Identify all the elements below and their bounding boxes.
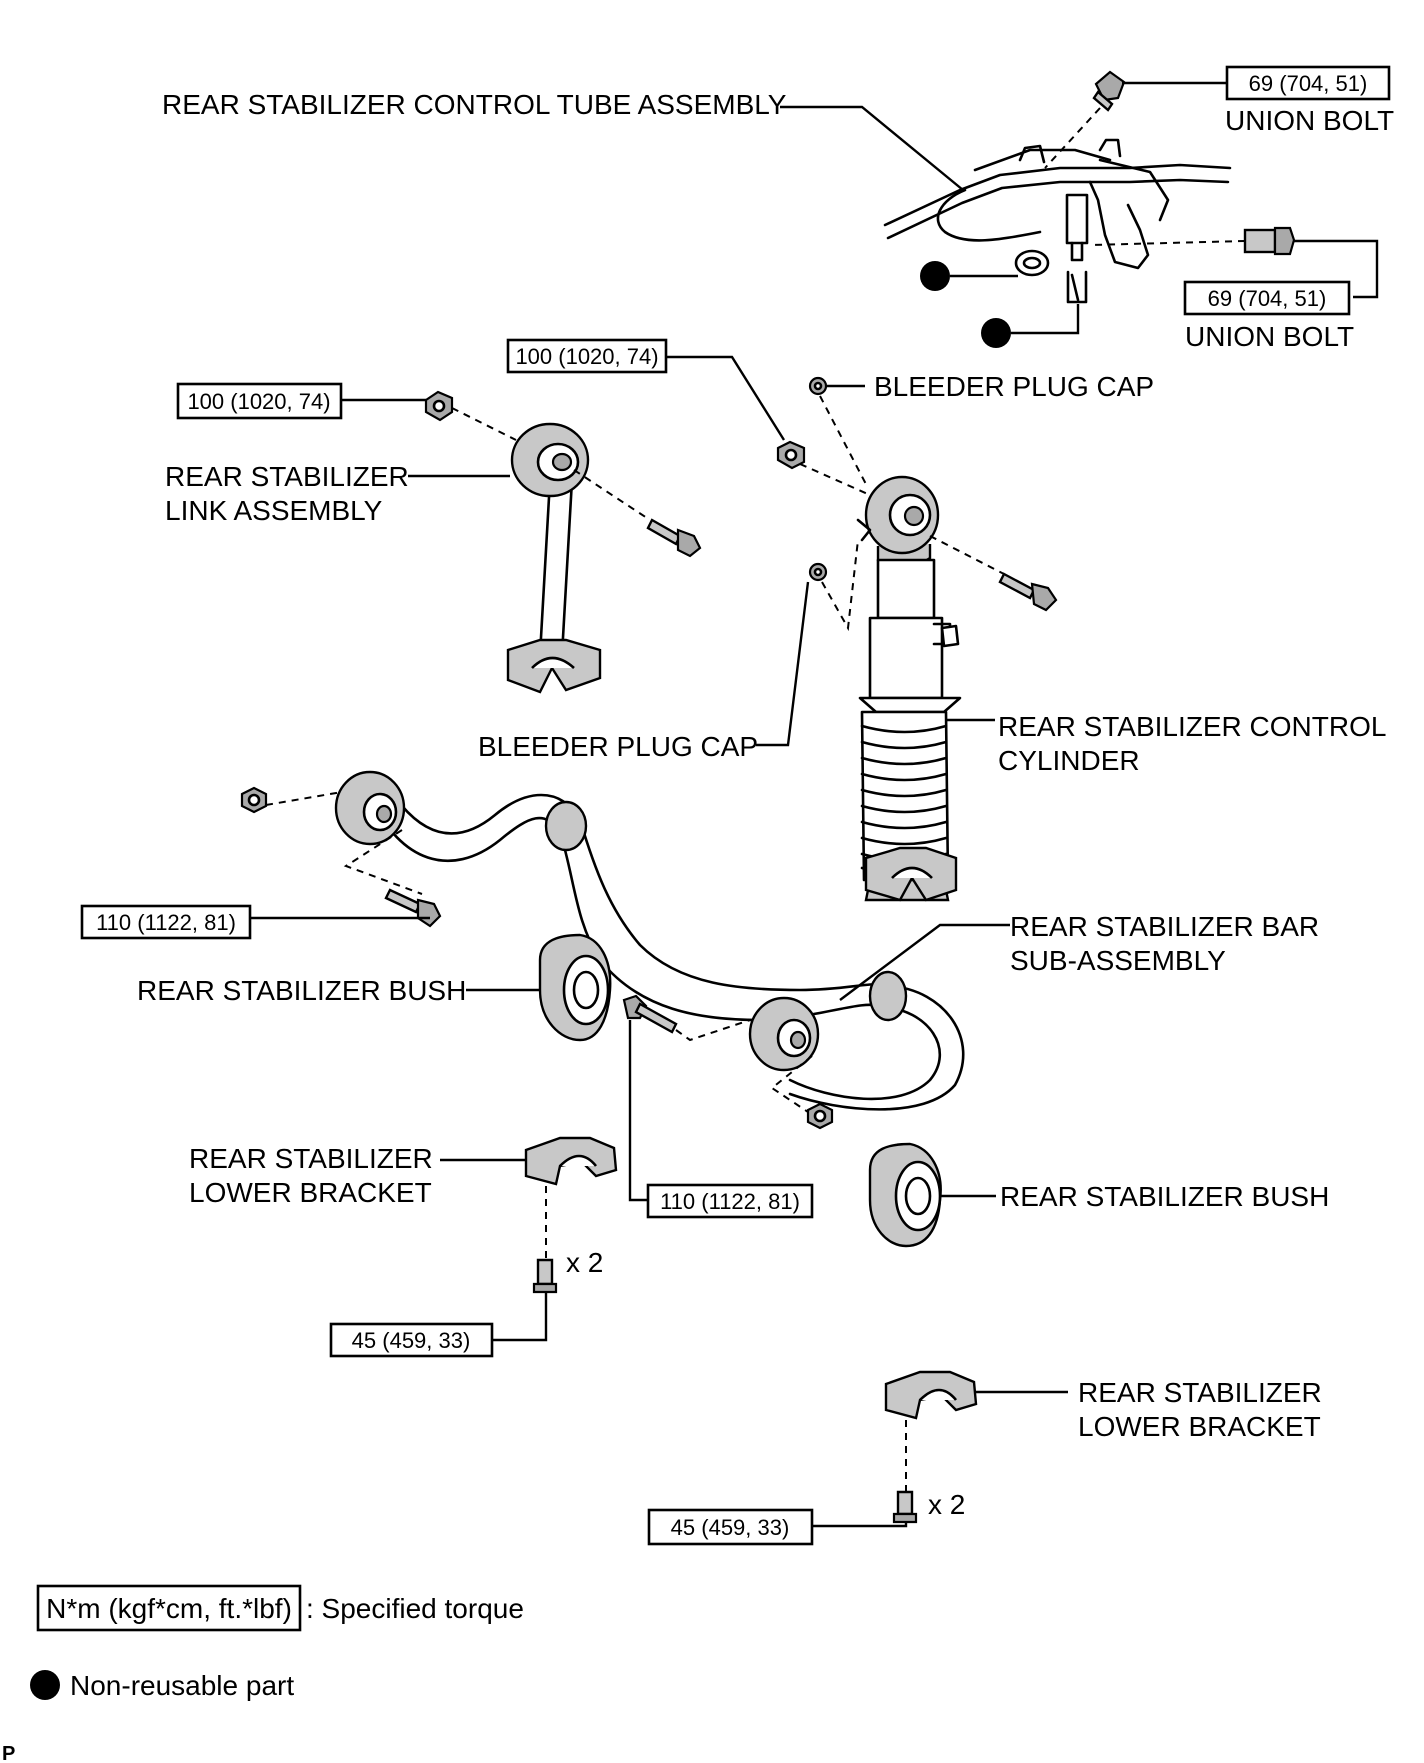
link-bolt-icon: [646, 518, 702, 558]
torque-bar-bolt-left: 110 (1122, 81): [96, 910, 236, 935]
bar-nut-left-icon: [240, 786, 268, 814]
label-lower-bracket-2-line2: LOWER BRACKET: [1078, 1411, 1321, 1442]
torque-box-union-bolt-mid: [1183, 280, 1351, 316]
label-lower-bracket-1-line2: LOWER BRACKET: [189, 1177, 432, 1208]
stabilizer-bar-drawing: [334, 770, 965, 1111]
label-qty-1: x 2: [566, 1247, 603, 1278]
bar-nut-right-icon: [806, 1102, 834, 1130]
lower-bracket-2-icon: [884, 1370, 978, 1420]
corner-mark: P: [2, 1743, 15, 1763]
nonreusable-marker-2: [981, 318, 1011, 348]
union-bolt-top-icon: [1092, 70, 1126, 112]
link-assembly-drawing: [506, 422, 602, 694]
label-qty-2: x 2: [928, 1489, 965, 1520]
torque-box-bar-bolt-left: [80, 904, 252, 940]
torque-box-cylinder-nut: [506, 338, 668, 374]
torque-box-bracket-bolt-2: [647, 1508, 814, 1546]
legend-unit-desc: : Specified torque: [306, 1593, 524, 1624]
control-tube-assembly-drawing: [883, 138, 1232, 304]
torque-box-bar-bolt-right: [646, 1183, 814, 1219]
torque-bar-bolt-right: 110 (1122, 81): [660, 1189, 800, 1214]
lower-bracket-1-icon: [524, 1136, 618, 1186]
torque-bracket-bolt-2: 45 (459, 33): [671, 1515, 790, 1540]
label-lower-bracket-1-line1: REAR STABILIZER: [189, 1143, 433, 1174]
torque-box-union-bolt-top: [1225, 65, 1391, 101]
bracket-bolt-1-icon: [532, 1258, 558, 1294]
torque-cylinder-nut: 100 (1020, 74): [515, 344, 658, 369]
bar-bolt-right-icon: [622, 994, 678, 1034]
label-lower-bracket-2-line1: REAR STABILIZER: [1078, 1377, 1322, 1408]
torque-union-bolt-top: 69 (704, 51): [1249, 71, 1368, 96]
stabilizer-bush-1-icon: [538, 933, 612, 1042]
bleeder-plug-cap-1-icon: [808, 376, 828, 396]
torque-bracket-bolt-1: 45 (459, 33): [352, 1328, 471, 1353]
legend-nonreusable: Non-reusable part: [70, 1670, 294, 1701]
label-tube-assembly: REAR STABILIZER CONTROL TUBE ASSEMBLY: [162, 89, 787, 120]
nonreusable-marker-1: [920, 261, 950, 291]
control-cylinder-drawing: [856, 475, 962, 902]
legend-unit: N*m (kgf*cm, ft.*lbf): [46, 1593, 292, 1624]
label-bleeder-cap-2: BLEEDER PLUG CAP: [478, 731, 758, 762]
label-bleeder-cap-1: BLEEDER PLUG CAP: [874, 371, 1154, 402]
label-link-line2: LINK ASSEMBLY: [165, 495, 383, 526]
stabilizer-bush-2-icon: [868, 1142, 942, 1248]
label-cylinder-line2: CYLINDER: [998, 745, 1140, 776]
bar-bolt-left-icon: [384, 888, 442, 928]
label-bush-1: REAR STABILIZER BUSH: [137, 975, 466, 1006]
label-link-line1: REAR STABILIZER: [165, 461, 409, 492]
union-bolt-mid-icon: [1243, 226, 1296, 256]
torque-box-bracket-bolt-1: [329, 1322, 494, 1358]
torque-box-link-nut: [176, 382, 343, 420]
legend-unit-box: [36, 1584, 302, 1632]
torque-link-nut: 100 (1020, 74): [187, 389, 330, 414]
cylinder-bolt-icon: [998, 572, 1058, 612]
legend-nonreusable-marker: [30, 1670, 60, 1700]
label-union-bolt-2: UNION BOLT: [1185, 321, 1354, 352]
bracket-bolt-2-icon: [892, 1490, 918, 1524]
bleeder-plug-cap-2-icon: [808, 562, 828, 582]
label-union-bolt-1: UNION BOLT: [1225, 105, 1394, 136]
label-bar-line2: SUB-ASSEMBLY: [1010, 945, 1226, 976]
link-nut-icon: [424, 390, 454, 422]
label-cylinder-line1: REAR STABILIZER CONTROL: [998, 711, 1386, 742]
cylinder-nut-icon: [776, 440, 806, 470]
torque-union-bolt-mid: 69 (704, 51): [1208, 286, 1327, 311]
label-bar-line1: REAR STABILIZER BAR: [1010, 911, 1319, 942]
label-bush-2: REAR STABILIZER BUSH: [1000, 1181, 1329, 1212]
